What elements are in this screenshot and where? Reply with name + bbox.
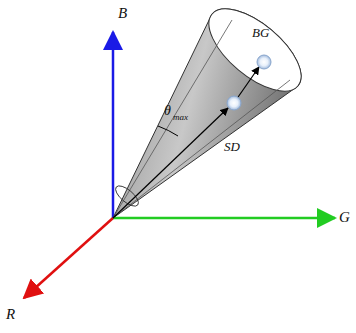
axis-label: G bbox=[339, 210, 350, 225]
bg-point bbox=[257, 55, 271, 69]
angle-subscript: max bbox=[173, 113, 188, 122]
r-axis bbox=[24, 218, 113, 298]
b-axis bbox=[112, 32, 115, 218]
cone-line bbox=[113, 20, 232, 218]
axis-label: R bbox=[6, 307, 15, 322]
angle-symbol: θ bbox=[164, 104, 171, 118]
point-label: SD bbox=[224, 140, 240, 153]
sd-vector bbox=[113, 108, 228, 218]
sd-point bbox=[227, 96, 241, 110]
g-axis bbox=[113, 217, 335, 220]
point-label: BG bbox=[252, 26, 269, 39]
bg-vector bbox=[236, 67, 259, 100]
cone-line bbox=[113, 80, 290, 218]
axis-label: B bbox=[118, 6, 127, 21]
angle-arc bbox=[158, 126, 178, 136]
cone-rim bbox=[195, 0, 314, 106]
cone-base-ellipse bbox=[112, 182, 141, 209]
